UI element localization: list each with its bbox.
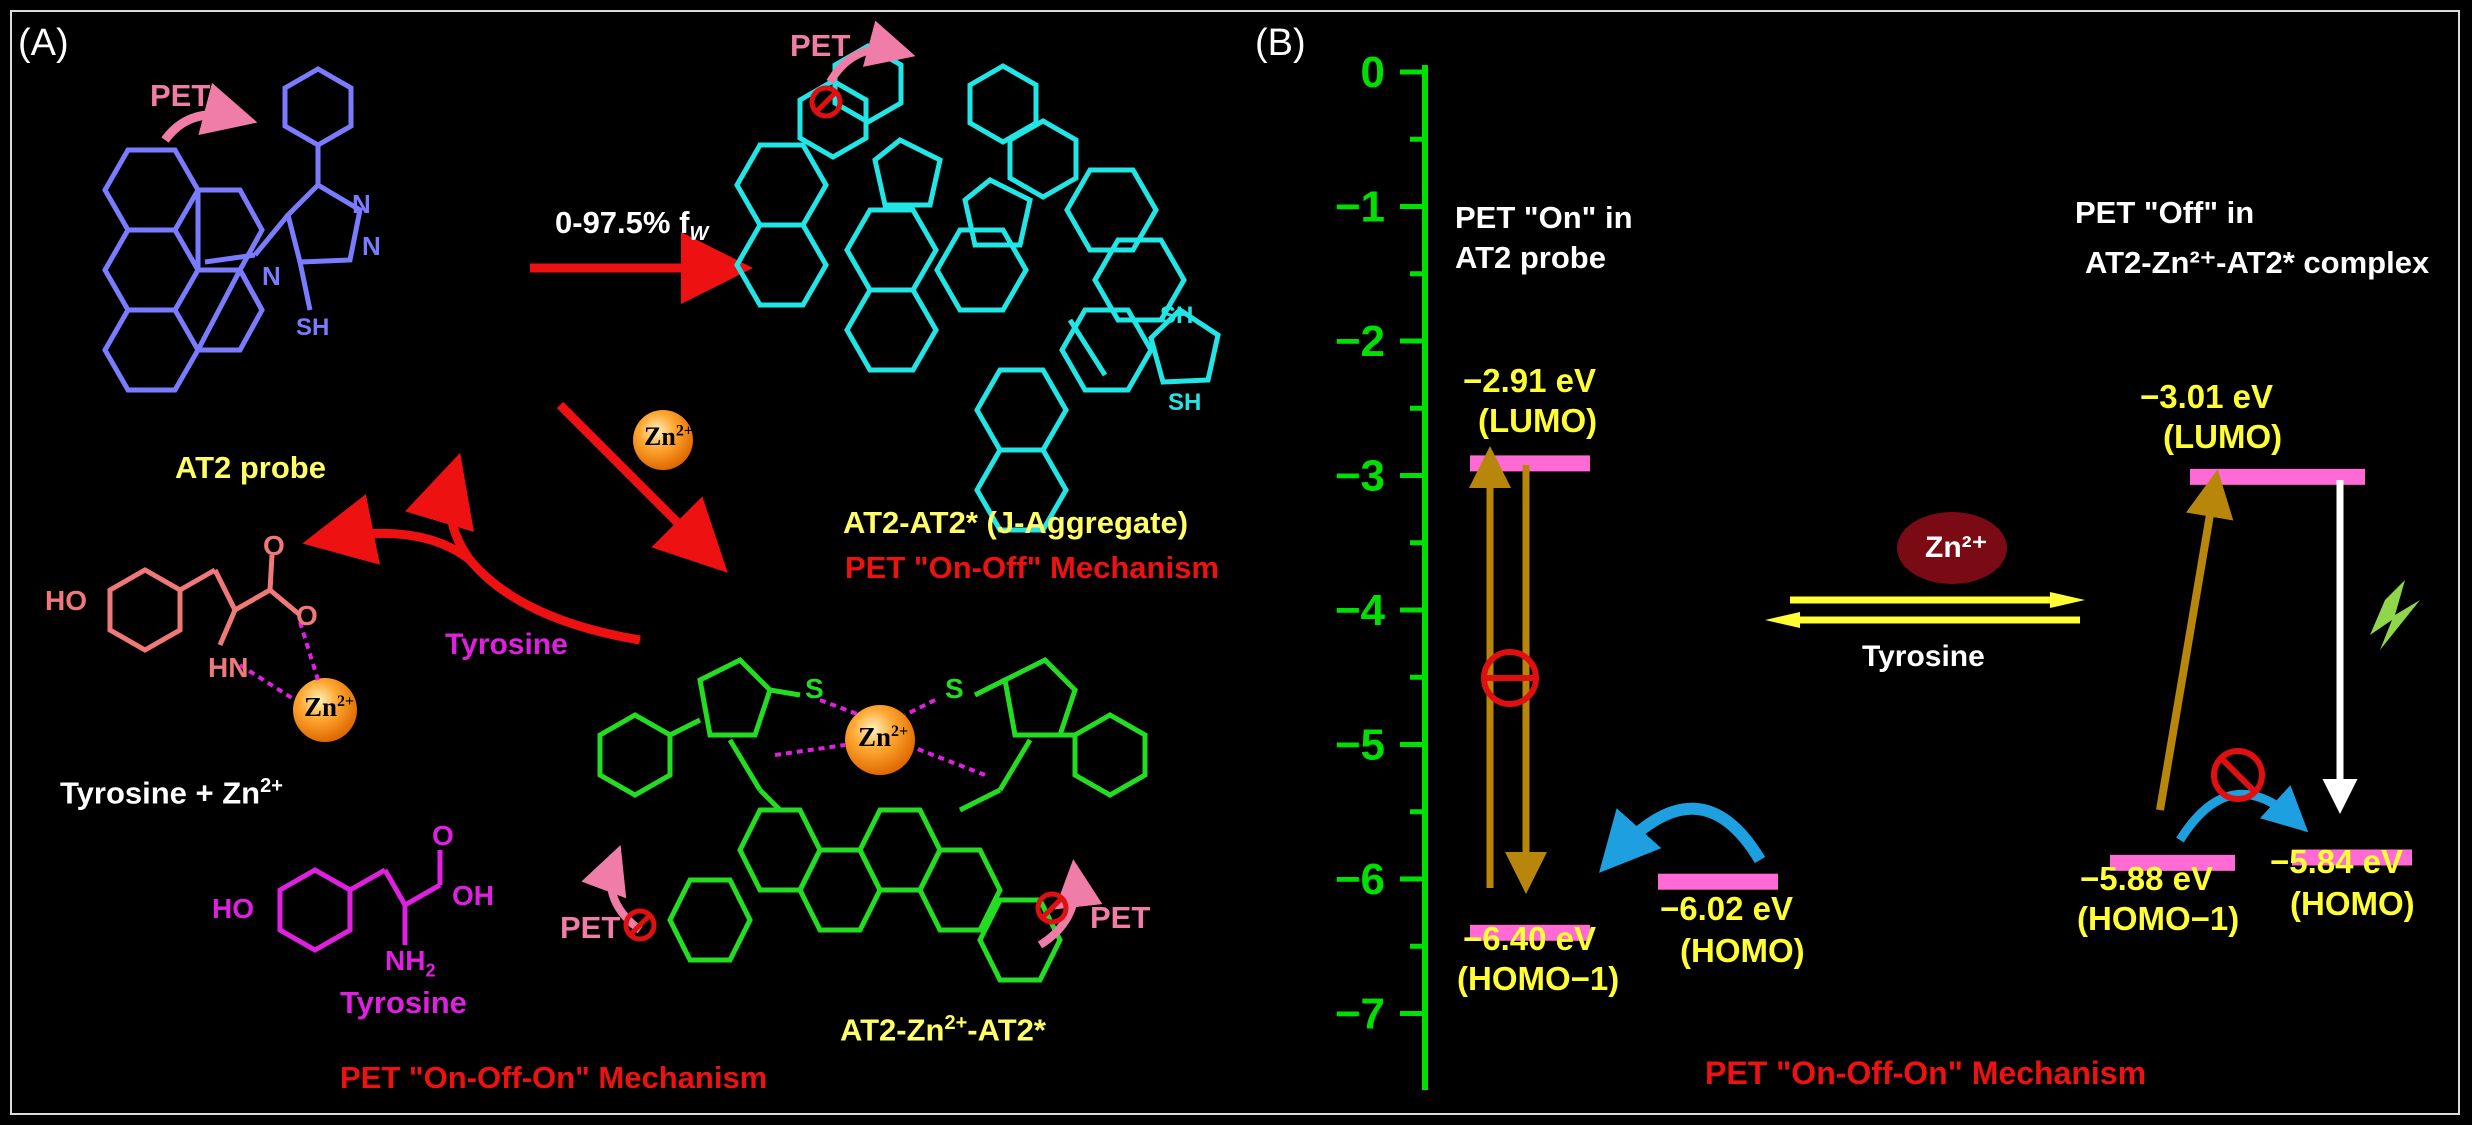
level-probe-homo-minus-1	[1470, 924, 1590, 941]
at2-probe-label: AT2 probe	[175, 450, 326, 485]
pet-arrow-bottom-left	[581, 845, 643, 934]
energy-levels	[1470, 455, 2412, 941]
zn-tyr-label: Zn2+	[304, 692, 355, 722]
pet-arrow-top-right	[826, 20, 916, 85]
on-off-on-mechanism-b: PET "On-Off-On" Mechanism	[1705, 1055, 2147, 1091]
y-tick-label: −2	[1335, 317, 1385, 366]
probe-sh: SH	[296, 314, 329, 341]
emission-lightning-icon	[2370, 580, 2420, 650]
block-symbol-bottom-left	[623, 908, 657, 942]
complex-lumo-name: (LUMO)	[2163, 418, 2283, 455]
complex-label: AT2-Zn2+-AT2*	[840, 1012, 1046, 1048]
probe-n-3: N	[262, 261, 281, 291]
complex-homo1-name: (HOMO−1)	[2077, 900, 2240, 937]
y-tick-label: −1	[1335, 183, 1385, 232]
tyrosine-free-structure	[277, 850, 443, 953]
tyr-complex-hn: HN	[208, 652, 249, 683]
complex-pet-arrow	[2176, 785, 2309, 843]
y-axis-ticks: 0 −1 −2 −3 −4 −5 −6 −7	[1335, 48, 1425, 1039]
tyr-complex-o1: O	[263, 530, 285, 561]
probe-n-2: N	[362, 231, 381, 261]
panel-b-label: (B)	[1255, 22, 1306, 64]
tyr-complex-ho: HO	[45, 585, 87, 616]
zn-arrow	[556, 401, 728, 573]
level-complex-homo-minus-1	[2110, 854, 2235, 871]
block-symbol-top	[809, 85, 843, 119]
tyr-complex-o2: O	[296, 600, 318, 631]
complex-homo-name: (HOMO)	[2290, 885, 2415, 922]
probe-homo-name: (HOMO)	[1680, 932, 1805, 969]
on-off-on-mechanism-a: PET "On-Off-On" Mechanism	[340, 1060, 768, 1095]
probe-pet-arrow	[1598, 802, 1766, 873]
complex-s-1: S	[805, 673, 824, 704]
zn-ball-complex	[845, 705, 915, 775]
tyr-free-nh2: NH2	[385, 945, 436, 981]
level-complex-lumo	[2190, 468, 2365, 485]
probe-block-symbol	[1481, 649, 1539, 707]
level-probe-homo	[1658, 873, 1778, 890]
probe-lumo-name: (LUMO)	[1478, 402, 1598, 439]
tyrosine-arrow-label: Tyrosine	[445, 628, 568, 661]
tyrosine-zn-structure	[107, 554, 302, 653]
complex-excitation-arrow	[2156, 469, 2234, 811]
tyrosine-arrow-left	[302, 494, 473, 565]
complex-s-2: S	[945, 673, 964, 704]
y-tick-label: −3	[1335, 452, 1385, 501]
zn-ball-label: Zn2+	[644, 422, 693, 451]
zn-ball-tyrosine	[293, 678, 357, 742]
block-symbol-bottom-right	[1035, 891, 1069, 925]
probe-homo1-value: −6.40 eV	[1463, 920, 1597, 957]
pet-on-title-2: AT2 probe	[1455, 240, 1606, 275]
zn-ellipse	[1897, 512, 2007, 584]
tyrosine-eq-label: Tyrosine	[1862, 640, 1985, 673]
y-tick-label: 0	[1361, 48, 1385, 97]
complex-lumo-value: −3.01 eV	[2140, 378, 2274, 415]
pet-label-top-right: PET	[790, 28, 851, 63]
aggregate-label: AT2-AT2* (J-Aggregate)	[843, 505, 1189, 540]
panel-a-label: (A)	[18, 22, 69, 64]
tyrosine-name: Tyrosine	[340, 985, 467, 1020]
pet-arrow-top-left	[161, 82, 258, 143]
tyr-free-ho: HO	[212, 893, 254, 924]
tyr-zn-label: Tyrosine + Zn2+	[60, 775, 283, 811]
pet-label-top-left: PET	[150, 78, 211, 113]
probe-homo1-name: (HOMO−1)	[1457, 960, 1620, 997]
pet-label-bottom-right: PET	[1090, 900, 1151, 935]
zn-complex-label: Zn2+	[858, 722, 909, 752]
pet-off-title-1: PET "Off" in	[2075, 195, 2255, 230]
at2-probe-structure	[102, 66, 363, 393]
panel-a-drawing: N N SH N SH SH	[102, 20, 1221, 983]
tyr-free-oh: OH	[452, 880, 494, 911]
pet-label-bottom-left: PET	[560, 910, 621, 945]
probe-n-1: N	[352, 189, 371, 219]
agg-sh-2: SH	[1168, 389, 1201, 416]
pet-on-title-1: PET "On" in	[1455, 200, 1633, 235]
tyrosine-arrow-up	[405, 452, 641, 645]
complex-block-symbol	[2211, 748, 2265, 802]
probe-homo-value: −6.02 eV	[1660, 890, 1794, 927]
y-tick-label: −5	[1335, 721, 1385, 770]
zn-ball-arrow	[633, 410, 693, 470]
probe-lumo-value: −2.91 eV	[1463, 362, 1597, 399]
on-off-mechanism-label: PET "On-Off" Mechanism	[845, 550, 1219, 585]
coordination-bonds	[774, 698, 986, 777]
level-complex-homo	[2292, 849, 2412, 866]
y-tick-label: −6	[1335, 855, 1385, 904]
tyr-free-o: O	[432, 820, 454, 851]
pet-off-title-2: AT2-Zn²⁺-AT2* complex	[2085, 245, 2430, 280]
zn-eq-label: Zn²⁺	[1925, 531, 1988, 564]
complex-structure	[597, 656, 1148, 983]
fw-label: 0-97.5% fW	[555, 205, 709, 246]
complex-homo-value: −5.84 eV	[2270, 843, 2404, 880]
figure-frame	[10, 10, 2460, 1115]
y-tick-label: −7	[1335, 990, 1385, 1039]
agg-sh-1: SH	[1160, 302, 1193, 329]
equilibrium-arrows	[1765, 592, 2085, 628]
y-tick-label: −4	[1335, 586, 1386, 635]
complex-homo1-value: −5.88 eV	[2080, 860, 2214, 897]
pet-arrow-bottom-right	[1037, 859, 1103, 949]
